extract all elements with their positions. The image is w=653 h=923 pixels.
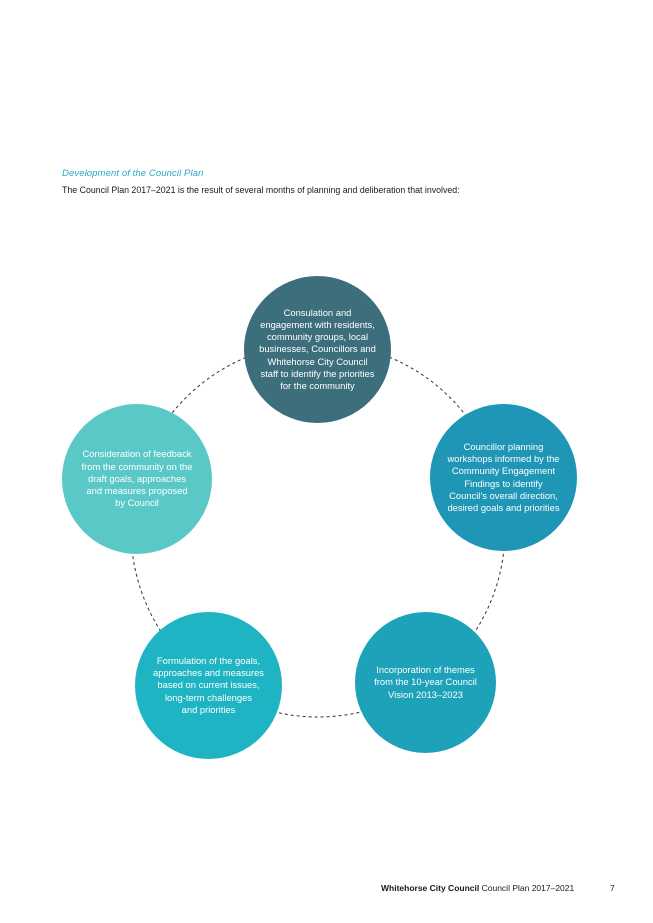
cycle-step-formulation-goals: Formulation of the goals, approaches and… [135, 612, 282, 759]
cycle-step-councillor-workshops: Councillor planning workshops informed b… [430, 404, 577, 551]
cycle-step-consultation: Consulation and engagement with resident… [244, 276, 391, 423]
section-heading: Development of the Council Plan [62, 168, 204, 179]
cycle-step-consideration-feedback: Consideration of feedback from the commu… [62, 404, 212, 554]
footer-organisation: Whitehorse City Council [381, 883, 480, 893]
cycle-step-incorporation-themes: Incorporation of themes from the 10-year… [355, 612, 496, 753]
footer-document-title: Council Plan 2017–2021 [481, 883, 575, 893]
intro-paragraph: The Council Plan 2017–2021 is the result… [62, 185, 460, 195]
page-footer: Whitehorse City Council Council Plan 201… [381, 883, 615, 893]
page-number: 7 [610, 883, 615, 893]
